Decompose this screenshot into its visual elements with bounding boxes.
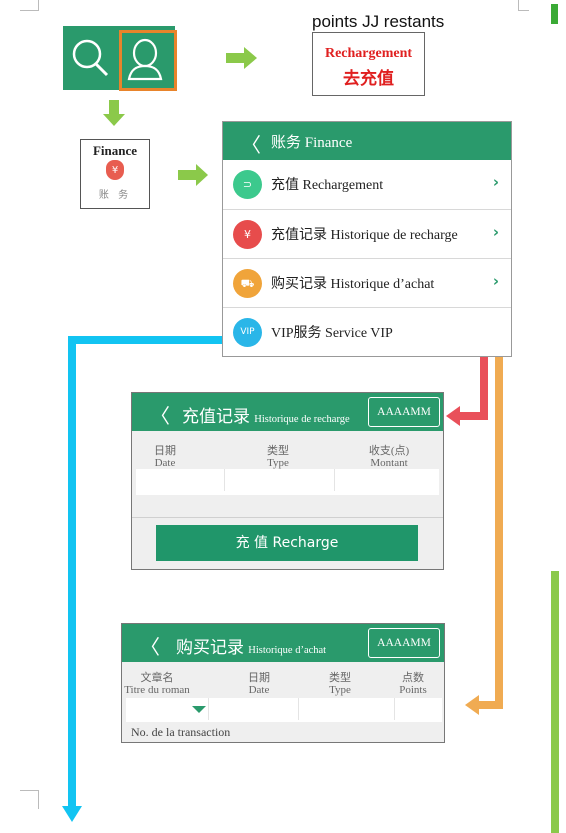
page-edge-green-top [551,4,558,24]
menu-item-label: 购买记录 Historique d’achat [271,277,435,292]
recharge-badge-cn: 去充值 [343,69,394,88]
menu-item-vip[interactable]: VIP VIP服务 Service VIP [223,307,511,357]
table-cell [298,698,395,720]
finance-menu-title: 账务 Finance [271,135,353,151]
recharge-icon: ⊃ [233,170,262,199]
vip-icon: VIP [233,318,262,347]
page-edge-green-bottom [551,571,559,833]
search-icon [72,39,109,77]
money-bag-icon: ¥ [106,160,124,180]
table-cell [208,698,299,720]
chevron-right-icon: › [492,223,499,241]
table-cell [224,469,335,491]
arrow-blue-vip [62,336,228,822]
finance-tile[interactable]: Finance ¥ 账 务 [80,139,150,209]
user-button[interactable] [119,30,177,91]
cart-icon: ⛟ [233,269,262,298]
yen-icon: ¥ [233,220,262,249]
chevron-right-icon: › [492,173,499,191]
finance-tile-title: Finance [92,143,138,158]
crop-mark-bottom-left [20,790,39,809]
arrow-right-green-1 [226,47,257,69]
recharge-history-list [136,469,439,495]
chevron-right-icon: › [492,272,499,290]
menu-item-label: 充值 Rechargement [271,178,384,193]
recharge-history-title: 充值记录 Historique de recharge [182,407,350,426]
table-cell [136,469,225,491]
back-icon[interactable]: 〈 [150,404,170,428]
finance-tile-subtitle: 账 务 [98,190,132,201]
search-button[interactable] [65,30,117,85]
purchase-history-list [126,698,442,722]
money-bag-symbol: ¥ [111,165,119,176]
points-remaining-label: points JJ restants [312,12,445,31]
finance-menu-panel: 〈 账务 Finance ⊃ 充值 Rechargement › ¥ 充值记录 … [222,121,512,357]
menu-item-recharge[interactable]: ⊃ 充值 Rechargement › [223,160,511,209]
menu-item-purchase-history[interactable]: ⛟ 购买记录 Historique d’achat › [223,258,511,308]
user-icon [127,38,163,81]
menu-item-recharge-history[interactable]: ¥ 充值记录 Historique de recharge › [223,209,511,259]
column-amount: 收支(点)Montant [368,445,410,469]
recharge-badge-fr: Rechargement [324,46,413,61]
list-divider [132,517,443,518]
recharge-button[interactable]: 充 值 Recharge [156,525,418,561]
back-icon[interactable]: 〈 [241,133,261,157]
month-filter-button[interactable]: AAAAMM [368,397,440,427]
arrow-down-green [103,100,125,126]
menu-item-label: 充值记录 Historique de recharge [271,228,458,243]
purchase-history-title: 购买记录 Historique d’achat [176,638,327,657]
month-filter-button[interactable]: AAAAMM [368,628,440,658]
recharge-history-header: 〈 充值记录 Historique de recharge AAAAMM [132,393,443,431]
top-icon-bar [63,26,177,91]
menu-item-label: VIP服务 Service VIP [271,326,393,341]
expand-triangle-icon[interactable] [192,706,206,713]
transaction-number-label: No. de la transaction [131,725,231,739]
arrow-orange-purchase-history [465,296,503,715]
recharge-badge[interactable]: Rechargement 去充值 [312,32,425,96]
arrow-right-green-2 [178,164,208,186]
purchase-history-header: 〈 购买记录 Historique d’achat AAAAMM [122,624,444,662]
table-cell [126,698,209,720]
back-icon[interactable]: 〈 [140,635,160,659]
crop-mark-top-left [20,0,39,11]
crop-mark-top-right [518,0,529,11]
finance-menu-header: 〈 账务 Finance [223,122,511,160]
